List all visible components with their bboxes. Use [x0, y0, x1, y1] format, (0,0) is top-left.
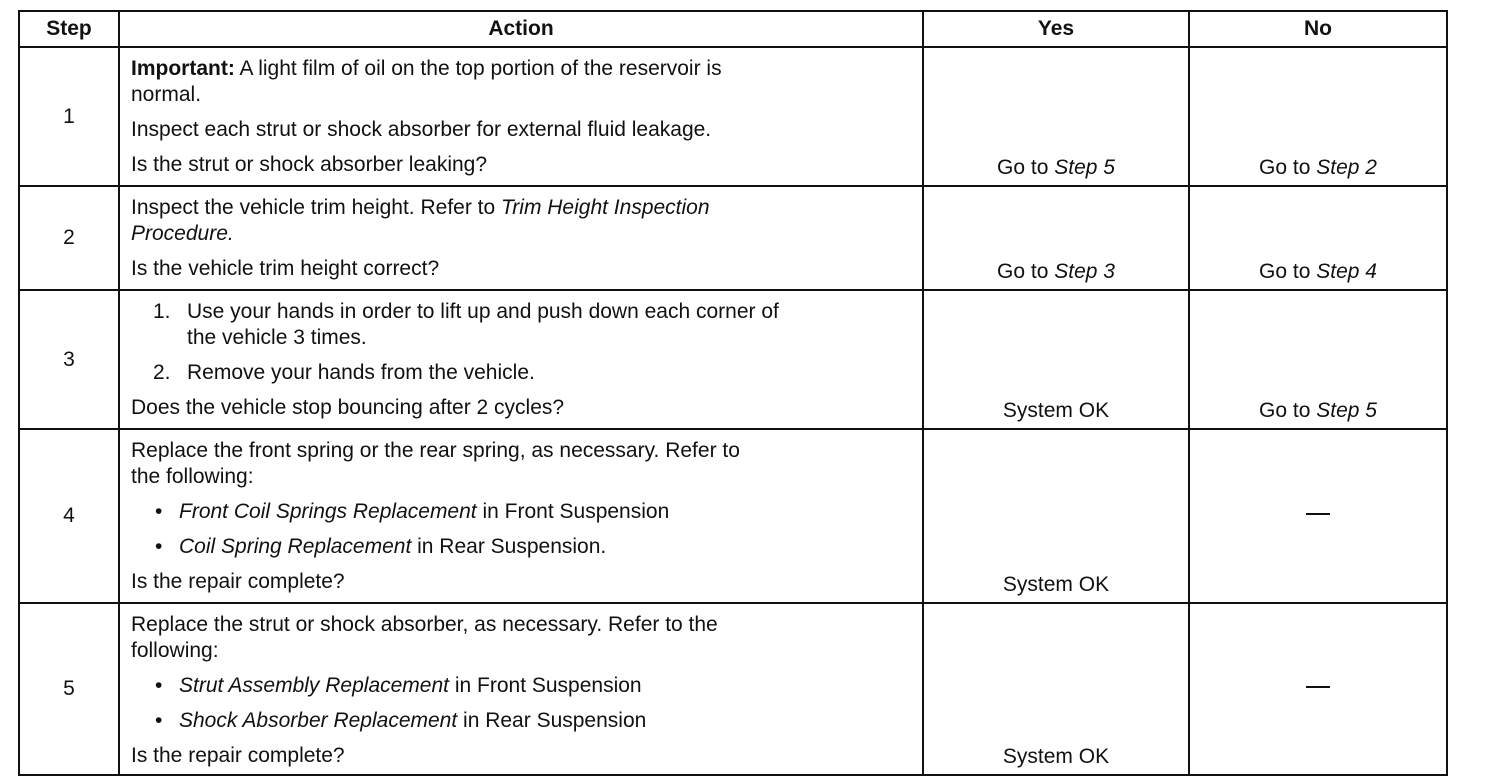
numbered-item-1: 1. Use your hands in order to lift up and…	[131, 299, 914, 325]
bullet-item: • Coil Spring Replacement in Rear Suspens…	[131, 534, 914, 560]
important-text-cont: normal.	[131, 83, 202, 106]
bullet-text: in Rear Suspension.	[411, 535, 607, 558]
question-text: Does the vehicle stop bouncing after 2 c…	[131, 396, 565, 419]
yes-cell: System OK	[922, 428, 1190, 604]
instruction-text: Inspect the vehicle trim height. Refer t…	[131, 195, 914, 221]
no-step-link[interactable]: Step 2	[1316, 156, 1377, 179]
dash-icon	[1306, 512, 1330, 515]
item-number: 2.	[153, 361, 171, 384]
strut-assembly-ref[interactable]: Strut Assembly Replacement	[179, 674, 449, 697]
bullet-text: in Front Suspension	[476, 500, 670, 523]
no-prefix: Go to	[1259, 156, 1317, 179]
header-step: Step	[18, 10, 120, 48]
item-text: Remove your hands from the vehicle.	[187, 361, 535, 384]
item-number: 1.	[153, 300, 171, 323]
action-cell: Important: A light film of oil on the to…	[118, 46, 924, 187]
numbered-item-2: 2. Remove your hands from the vehicle.	[131, 360, 914, 386]
bullet-text: in Rear Suspension	[457, 709, 647, 732]
yes-step-link[interactable]: Step 5	[1054, 156, 1115, 179]
yes-prefix: Go to	[997, 156, 1055, 179]
header-yes: Yes	[922, 10, 1190, 48]
yes-cell: System OK	[922, 602, 1190, 776]
action-cell: Inspect the vehicle trim height. Refer t…	[118, 185, 924, 291]
header-action: Action	[118, 10, 924, 48]
yes-cell: System OK	[922, 289, 1190, 430]
instruction-text-cont: the following:	[131, 465, 254, 488]
step-number: 1	[18, 46, 120, 187]
bullet-text: in Front Suspension	[449, 674, 642, 697]
procedure-ref[interactable]: Procedure.	[131, 222, 234, 245]
no-step-link[interactable]: Step 5	[1316, 399, 1377, 422]
question-text: Is the vehicle trim height correct?	[131, 257, 440, 280]
trim-height-ref-cont: Procedure.	[131, 221, 914, 247]
yes-step-link[interactable]: Step 3	[1054, 260, 1115, 283]
step-number: 3	[18, 289, 120, 430]
bullet-icon: •	[155, 535, 163, 558]
important-label: Important:	[131, 57, 235, 80]
table-row: 4 Replace the front spring or the rear s…	[18, 428, 1448, 604]
step-number: 5	[18, 602, 120, 776]
dash-icon	[1306, 685, 1330, 688]
trim-height-ref[interactable]: Trim Height Inspection	[501, 196, 710, 219]
table-row: 5 Replace the strut or shock absorber, a…	[18, 602, 1448, 776]
bullet-item: • Strut Assembly Replacement in Front Sus…	[131, 673, 914, 699]
no-cell	[1188, 602, 1448, 776]
inspect-text: Inspect each strut or shock absorber for…	[131, 118, 712, 141]
front-coil-springs-ref[interactable]: Front Coil Springs Replacement	[179, 500, 477, 523]
item-text: Use your hands in order to lift up and p…	[187, 300, 779, 323]
no-cell: Go to Step 5	[1188, 289, 1448, 430]
diagnostic-table: Step Action Yes No 1 Important: A light …	[18, 10, 1448, 776]
header-row: Step Action Yes No	[18, 10, 1448, 48]
coil-spring-ref[interactable]: Coil Spring Replacement	[179, 535, 412, 558]
question-text: Is the strut or shock absorber leaking?	[131, 153, 488, 176]
action-cell: Replace the strut or shock absorber, as …	[118, 602, 924, 776]
yes-cell: Go to Step 5	[922, 46, 1190, 187]
no-cell: Go to Step 4	[1188, 185, 1448, 291]
yes-cell: Go to Step 3	[922, 185, 1190, 291]
no-prefix: Go to	[1259, 260, 1317, 283]
step-number: 2	[18, 185, 120, 291]
step-number: 4	[18, 428, 120, 604]
important-text: A light film of oil on the top portion o…	[239, 57, 722, 80]
yes-prefix: Go to	[997, 260, 1055, 283]
bullet-item: • Shock Absorber Replacement in Rear Susp…	[131, 708, 914, 734]
table-row: 3 1. Use your hands in order to lift up a…	[18, 289, 1448, 430]
header-no: No	[1188, 10, 1448, 48]
bullet-icon: •	[155, 500, 163, 523]
bullet-icon: •	[155, 709, 163, 732]
no-cell	[1188, 428, 1448, 604]
question-text: Is the repair complete?	[131, 570, 345, 593]
important-note: Important: A light film of oil on the to…	[131, 56, 914, 82]
no-step-link[interactable]: Step 4	[1316, 260, 1377, 283]
instruction-text: Replace the front spring or the rear spr…	[131, 439, 740, 462]
no-prefix: Go to	[1259, 399, 1317, 422]
table-row: 1 Important: A light film of oil on the …	[18, 46, 1448, 187]
bullet-item: • Front Coil Springs Replacement in Front…	[131, 499, 914, 525]
numbered-item-1-cont: the vehicle 3 times.	[187, 326, 367, 349]
table-row: 2 Inspect the vehicle trim height. Refer…	[18, 185, 1448, 291]
instruction-prefix: Inspect the vehicle trim height. Refer t…	[131, 196, 502, 219]
action-cell: Replace the front spring or the rear spr…	[118, 428, 924, 604]
action-cell: 1. Use your hands in order to lift up and…	[118, 289, 924, 430]
shock-absorber-ref[interactable]: Shock Absorber Replacement	[179, 709, 458, 732]
no-cell: Go to Step 2	[1188, 46, 1448, 187]
instruction-text-cont: following:	[131, 639, 219, 662]
bullet-icon: •	[155, 674, 163, 697]
instruction-text: Replace the strut or shock absorber, as …	[131, 613, 718, 636]
question-text: Is the repair complete?	[131, 744, 345, 767]
